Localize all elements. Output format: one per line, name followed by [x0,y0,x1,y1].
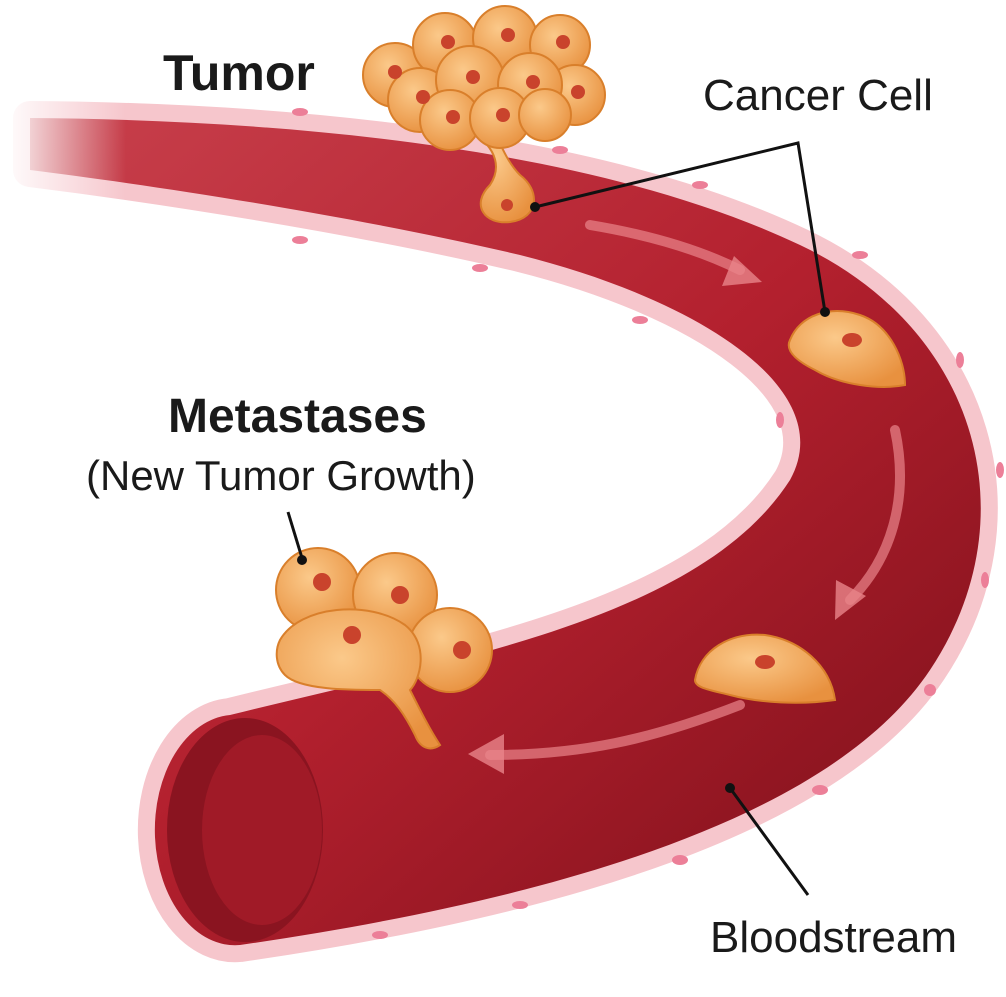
tumor-nuclei [388,28,585,211]
bloodstream-label: Bloodstream [710,913,957,962]
cancer-cell [787,310,907,388]
metastases-label: Metastases [168,390,427,443]
arrow-heads [468,256,866,774]
leader-lines [286,141,827,896]
flow-arrows [485,220,905,760]
leader-dots [297,202,830,793]
cancer-cell [693,633,837,704]
tumor-label: Tumor [163,45,315,101]
metastasis-nuclei [313,573,471,659]
metastases-sublabel: (New Tumor Growth) [86,452,476,499]
cancer-cell-label: Cancer Cell [703,71,933,120]
